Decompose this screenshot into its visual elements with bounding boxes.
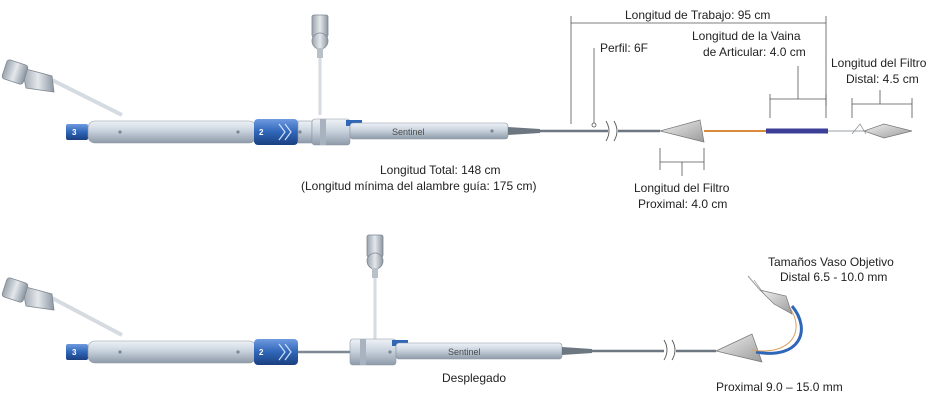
handle-bottom — [66, 338, 563, 366]
port-number-2-bottom: 2 — [259, 348, 264, 357]
articulating-sheath — [766, 128, 828, 134]
label-sheath-length-2: de Articular: 4.0 cm — [703, 45, 806, 59]
proximal-filter-top — [658, 119, 705, 143]
dim-proximal-filter — [659, 148, 705, 176]
label-working-length: Longitud de Trabajo: 95 cm — [625, 8, 770, 22]
flush-port-left-bottom-icon — [1, 277, 55, 311]
dim-working-length — [570, 16, 827, 124]
articulated-wire — [751, 307, 797, 352]
brand-label-bottom: Sentinel — [448, 347, 481, 357]
flush-tube-left — [51, 78, 123, 117]
brand-label-top: Sentinel — [392, 127, 425, 137]
label-deployed: Desplegado — [442, 371, 506, 385]
dim-sheath-length — [769, 66, 827, 118]
distal-filter-deployed — [747, 275, 793, 315]
port-number-3-bottom: 3 — [72, 348, 77, 357]
label-vessel-sizes-1: Tamaños Vaso Objetivo — [768, 255, 894, 269]
shaft-taper-bottom — [562, 347, 592, 355]
device-undeployed: 3 2 Sentinel — [1, 8, 927, 211]
label-proximal-filter-2: Proximal: 4.0 cm — [638, 197, 727, 211]
label-vessel-sizes-2: Distal 6.5 - 10.0 mm — [780, 270, 887, 284]
flush-port-top-bottom-icon — [366, 234, 384, 278]
device-deployed: 3 2 Sentinel Desplegado Tamaños Vaso Obj… — [1, 234, 894, 394]
label-min-guidewire: (Longitud mínima del alambre guía: 175 c… — [301, 179, 536, 193]
flush-port-top-icon — [311, 14, 329, 58]
flush-port-left-icon — [1, 59, 55, 93]
flush-tube-left-bottom — [51, 296, 123, 337]
label-sheath-length-1: Longitud de la Vaina — [692, 29, 801, 43]
dim-profile — [591, 48, 597, 128]
label-total-length: Longitud Total: 148 cm — [380, 163, 501, 177]
label-proximal-filter-1: Longitud del Filtro — [634, 181, 730, 195]
dim-distal-filter — [851, 90, 913, 118]
label-distal-filter-1: Longitud del Filtro — [831, 56, 927, 70]
distal-filter-top — [851, 123, 913, 139]
label-profile: Perfil: 6F — [600, 41, 648, 55]
handle-top — [66, 118, 509, 146]
articulated-sheath — [755, 305, 803, 355]
shaft-break-bottom — [663, 339, 676, 361]
label-distal-filter-2: Distal: 4.5 cm — [846, 72, 919, 86]
proximal-filter-deployed — [714, 333, 763, 363]
label-proximal-size: Proximal 9.0 – 15.0 mm — [716, 380, 843, 394]
port-number-3-top: 3 — [72, 128, 77, 137]
shaft-break-top — [605, 120, 618, 142]
shaft-taper-top — [508, 127, 540, 135]
port-number-2-top: 2 — [259, 128, 264, 137]
